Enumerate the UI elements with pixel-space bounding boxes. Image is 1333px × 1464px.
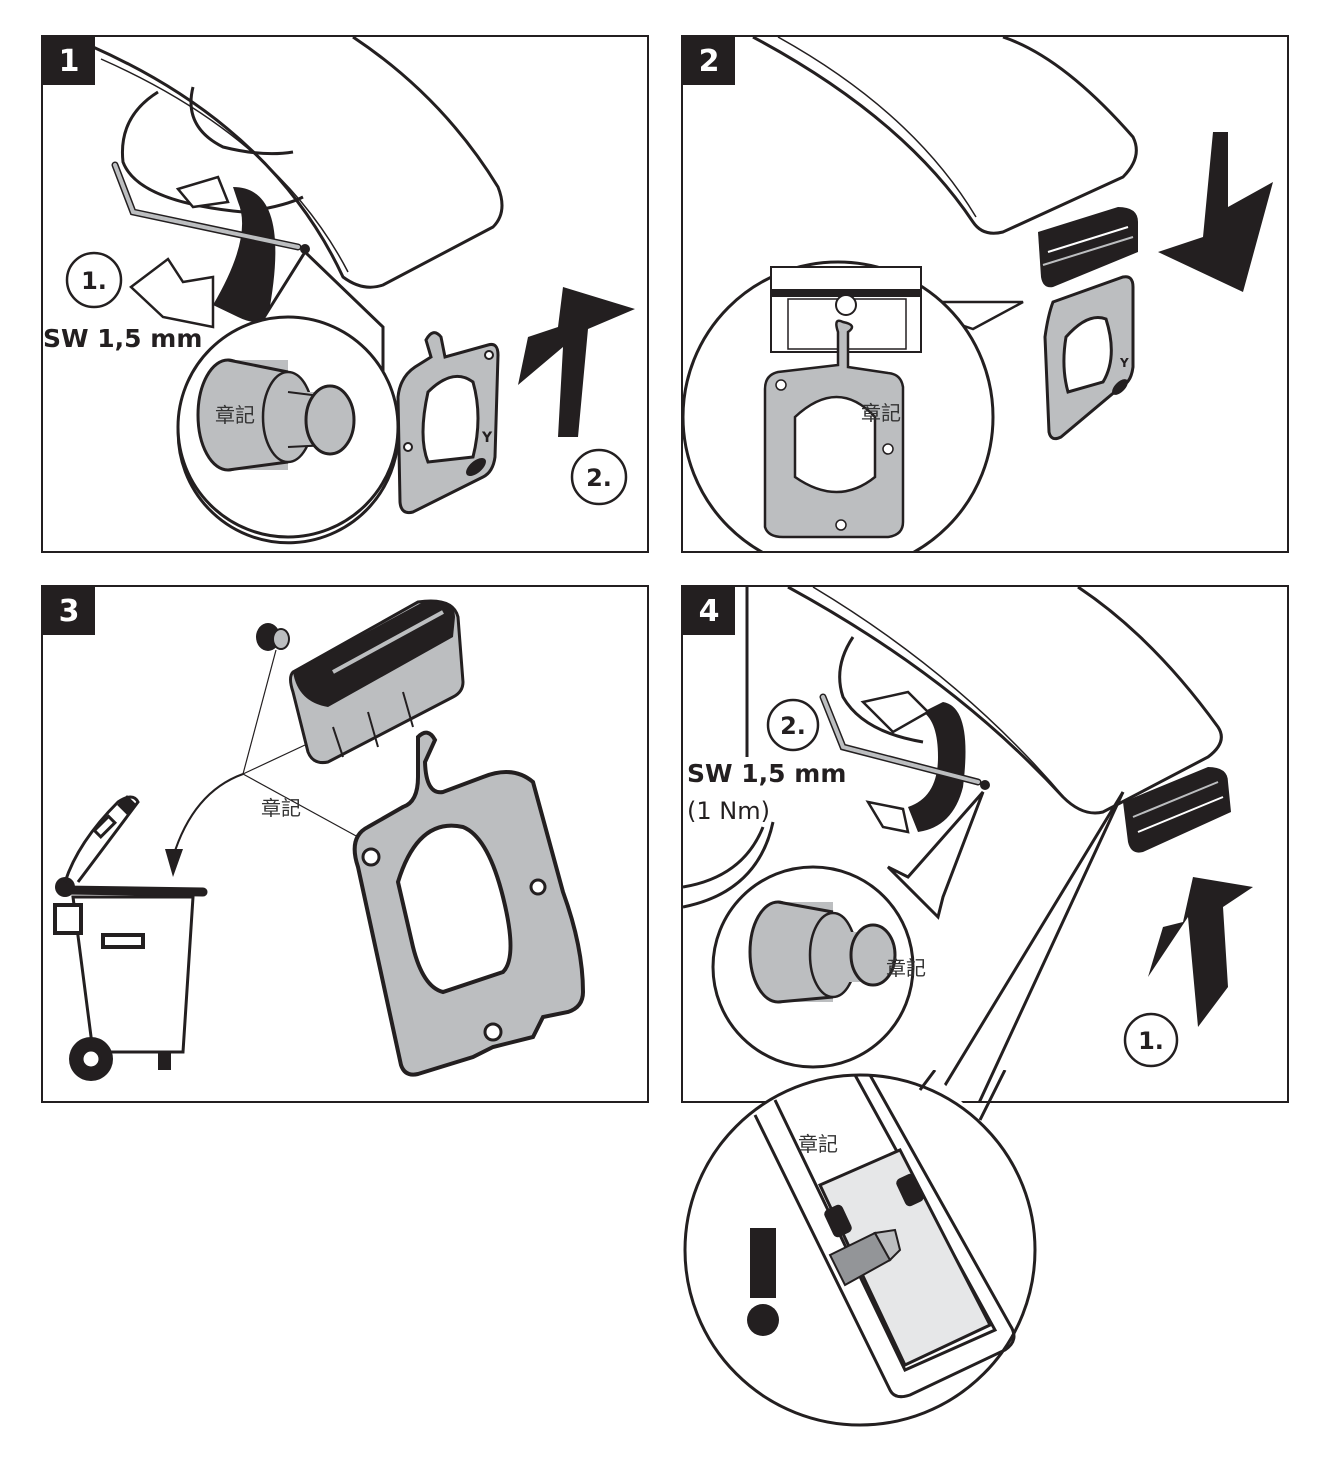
- step-marker-1: 1.: [81, 267, 107, 295]
- watermark: 章記: [261, 796, 301, 820]
- arrow-up-icon: [518, 287, 635, 437]
- new-cartridge: [1123, 767, 1231, 853]
- step-number-2: 2: [683, 37, 735, 85]
- torque-label: (1 Nm): [687, 797, 770, 825]
- rotation-arrow-icon: [908, 702, 966, 832]
- panel-step-3: 3: [41, 585, 649, 1103]
- step-marker-1: 1.: [1138, 1027, 1164, 1055]
- grub-screw-detail: [196, 358, 356, 472]
- illustration-remove-screw-and-plate: 1. Y 2.: [65, 37, 635, 545]
- waste-bin-icon: [53, 795, 208, 1081]
- arrow-down-icon: [1158, 132, 1273, 292]
- panel-step-2: 2 Y: [681, 35, 1289, 553]
- cartridge-housing: [838, 636, 924, 744]
- faucet-body: [92, 37, 504, 289]
- cartridge-housing: [120, 90, 304, 214]
- part-mark-y: Y: [481, 430, 493, 446]
- old-seal-plate: [352, 730, 586, 1077]
- old-cartridge: [289, 599, 465, 764]
- seal-plate-detail: [763, 319, 905, 539]
- warning-icon: [747, 1228, 779, 1336]
- panel-step-4: 4 2.: [681, 585, 1289, 1103]
- watermark: 章記: [886, 956, 926, 980]
- panel-step-1: 1 1.: [41, 35, 649, 553]
- step-number-3: 3: [43, 587, 95, 635]
- watermark: 章記: [861, 401, 901, 425]
- illustration-install-cartridge-plate: Y: [683, 37, 1273, 551]
- detail-watermark: 章記: [798, 1132, 838, 1156]
- faucet-body: [787, 587, 1223, 815]
- step-number-4: 4: [683, 587, 735, 635]
- illustration-install-new-cartridge: 2. 1.: [683, 587, 1253, 1101]
- grub-screw-detail: [748, 900, 897, 1004]
- watermark: 章記: [215, 403, 255, 427]
- hex-key-size-label: SW 1,5 mm: [43, 324, 203, 353]
- disposal-arrow-icon: [172, 773, 244, 858]
- arrow-up-icon: [1148, 877, 1253, 1027]
- seal-plate: Y: [1043, 275, 1135, 441]
- detail-callout: [886, 791, 985, 920]
- cartridge-front-detail: [770, 266, 922, 353]
- seal-plate: Y: [396, 331, 500, 514]
- step-marker-2: 2.: [586, 464, 612, 492]
- step-marker-2: 2.: [780, 712, 806, 740]
- part-mark-y: Y: [1119, 356, 1129, 370]
- step-number-1: 1: [43, 37, 95, 85]
- cartridge: [1038, 207, 1138, 288]
- detail-magnifier-cartridge-seated: [683, 1070, 1044, 1430]
- hex-key-size-label: SW 1,5 mm: [687, 759, 847, 788]
- leader-lines: [242, 649, 359, 838]
- old-screw: [256, 623, 290, 651]
- faucet-body: [752, 37, 1138, 235]
- rotation-arrow-icon: [213, 187, 276, 322]
- illustration-dispose-old-parts: [53, 599, 586, 1081]
- faucet-section: [753, 1074, 1016, 1399]
